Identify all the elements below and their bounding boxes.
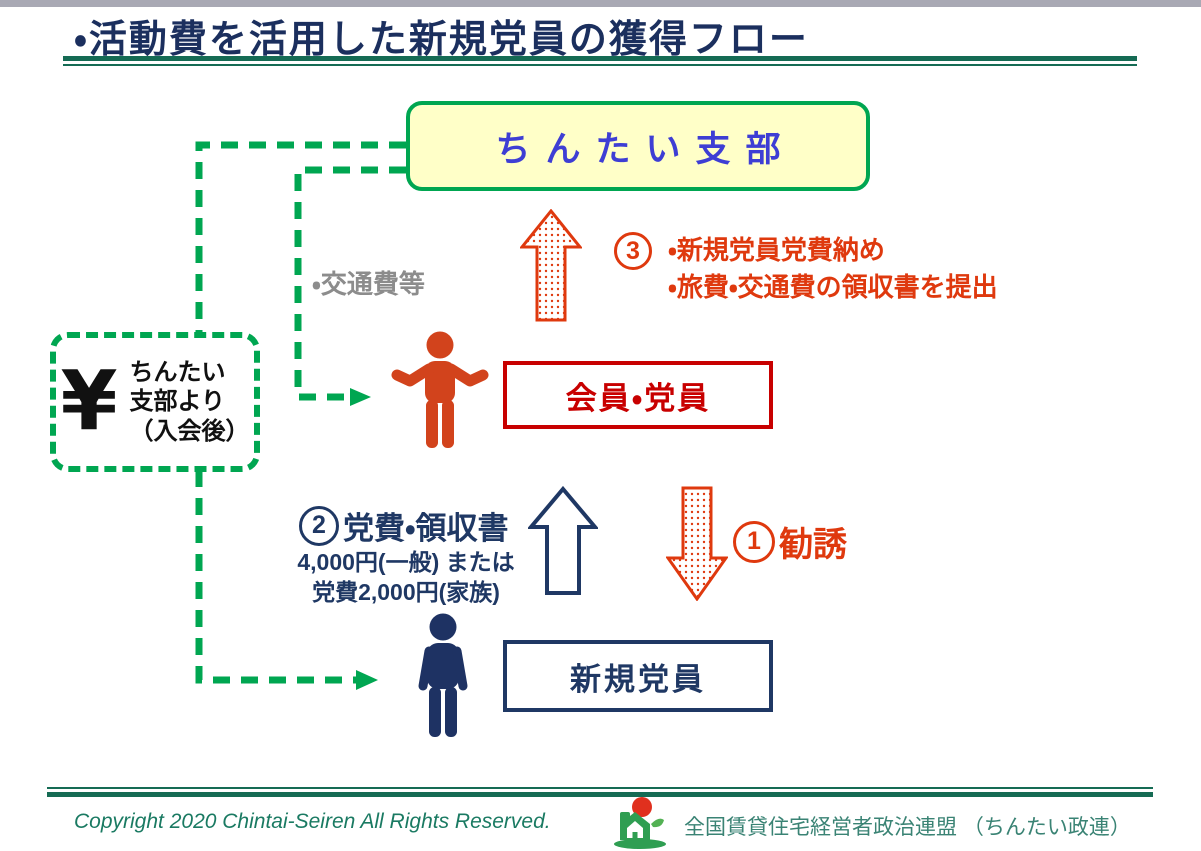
step1-label: 勧誘	[779, 526, 847, 564]
step2-fee-details: 4,000円(一般) または 党費2,000円(家族)	[297, 549, 515, 605]
step2-number-badge: 2	[299, 505, 339, 546]
copyright-text: Copyright 2020 Chintai-Seiren All Rights…	[74, 810, 551, 833]
organization-name: 全国賃貸住宅経営者政治連盟 （ちんたい政連）	[684, 816, 1131, 839]
step2-annotation: 2 党費・領収書	[299, 503, 509, 548]
yen-symbol-icon: ¥	[60, 354, 118, 449]
member-box-label: 会員・党員	[565, 380, 711, 416]
page-title: ・活動費を活用した新規党員の獲得フロー	[74, 19, 809, 61]
step3-number-badge: 3	[614, 232, 652, 270]
step1-annotation: 1 勧誘	[733, 517, 847, 566]
step1-number-badge: 1	[733, 520, 775, 563]
organization-logo-icon	[614, 797, 666, 849]
step3-up-arrow-icon	[520, 209, 582, 322]
branch-office-label: ちんたい支部	[495, 129, 796, 169]
arrowhead-to-member	[350, 388, 371, 406]
step2-up-arrow-icon	[528, 486, 598, 595]
member-box: 会員・党員	[503, 361, 773, 429]
member-person-icon	[391, 331, 489, 448]
arrowhead-to-new-member	[356, 670, 378, 690]
new-member-box-label: 新規党員	[570, 661, 706, 697]
step3-annotation: 3 ・新規党員党費納め ・旅費・交通費の領収書を提出	[614, 232, 998, 306]
new-member-box: 新規党員	[503, 640, 773, 712]
step1-down-arrow-icon	[666, 486, 728, 601]
branch-office-box: ちんたい支部	[406, 101, 870, 191]
step2-label: 党費・領収書	[343, 511, 509, 546]
footer-divider	[47, 787, 1153, 797]
funding-box: ¥ ちんたい 支部より （入会後）	[50, 332, 260, 472]
step3-text: ・新規党員党費納め ・旅費・交通費の領収書を提出	[668, 235, 998, 302]
funding-box-text: ちんたい 支部より （入会後）	[129, 359, 250, 445]
window-top-bar	[0, 0, 1201, 7]
transport-expense-note: ・交通費等	[312, 269, 425, 299]
title-divider	[63, 56, 1137, 66]
new-member-person-icon	[418, 613, 468, 737]
